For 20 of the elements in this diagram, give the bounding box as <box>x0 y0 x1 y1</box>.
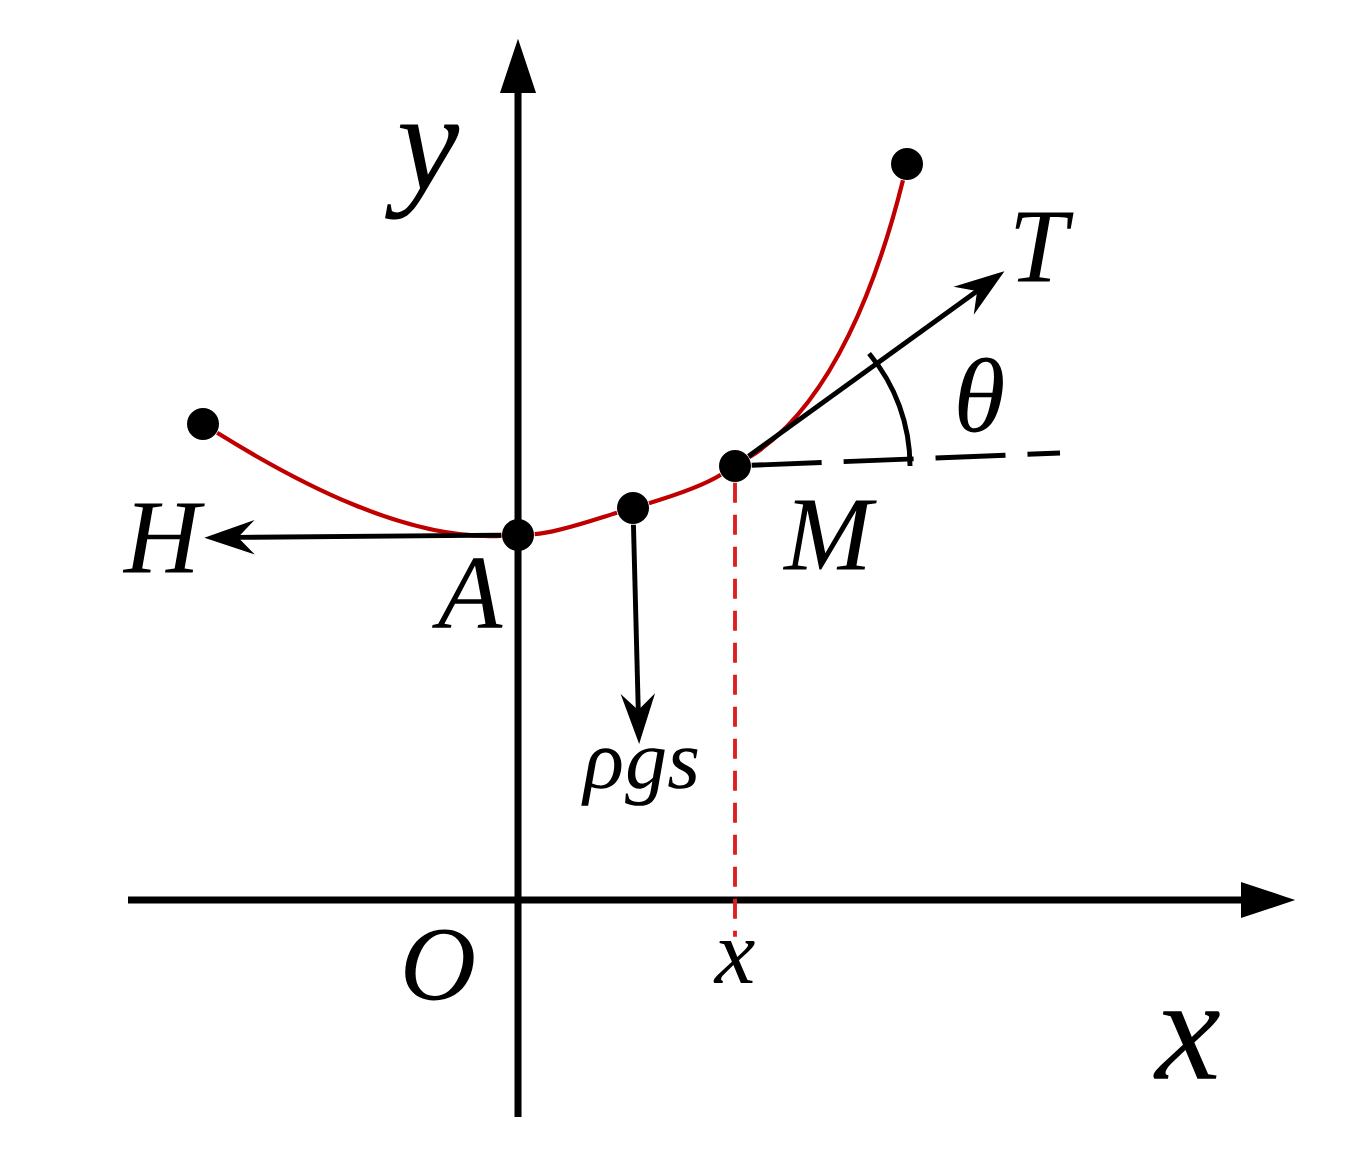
point-dot <box>502 519 534 551</box>
axis-label: $x$ <box>1153 1011 1220 1079</box>
axis-label: $A$ <box>432 558 503 628</box>
rope-curve <box>534 510 618 537</box>
point-dot <box>891 148 923 180</box>
point-dot <box>617 492 649 524</box>
axis-label: $O$ <box>405 929 474 1001</box>
point-dot <box>719 450 751 482</box>
force-label: $H$ <box>122 503 205 573</box>
force-label: $\rho g s$ <box>581 748 698 806</box>
projection-line <box>733 482 737 937</box>
rope-curve <box>748 179 905 459</box>
axis-label: $y$ <box>385 124 460 220</box>
axis-label: $\theta$ <box>958 357 1003 433</box>
axis-label: $M$ <box>782 500 877 570</box>
rope-curve <box>648 472 722 506</box>
point-dot <box>187 408 219 440</box>
force-label: $T$ <box>1015 212 1074 282</box>
tick-label: $x$ <box>713 941 755 983</box>
reference-line <box>751 450 1061 468</box>
